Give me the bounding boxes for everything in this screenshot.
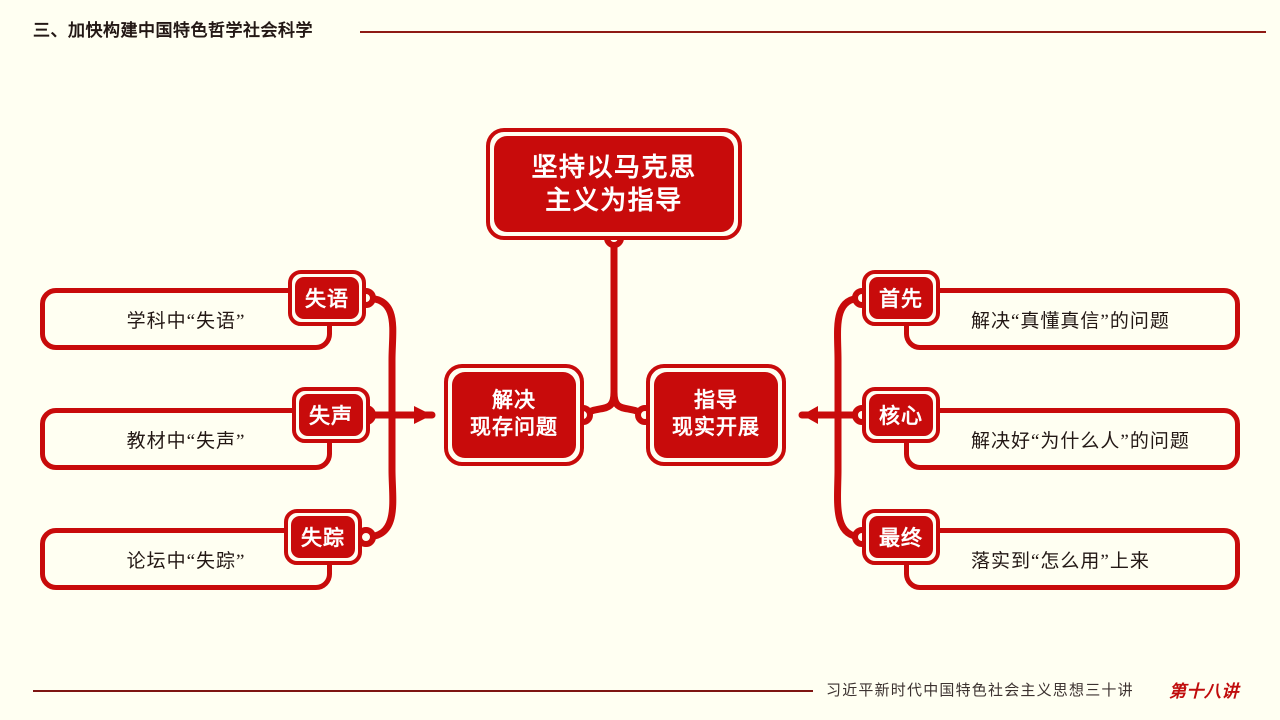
right-text-label-3: 落实到“怎么用”上来 bbox=[971, 550, 1150, 572]
left-text-label-2: 教材中“失声” bbox=[126, 430, 246, 452]
page-header: 三、加快构建中国特色哲学社会科学 bbox=[0, 0, 1280, 58]
wire-left-branch-3 bbox=[362, 411, 397, 541]
root-node-label: 坚持以马克思 主义为指导 bbox=[494, 136, 734, 232]
root-node-line-1: 坚持以马克思 bbox=[531, 151, 697, 182]
right-tag-label-1: 首先 bbox=[869, 277, 933, 319]
center-node-guide-line-2: 现实开展 bbox=[672, 416, 760, 439]
left-tag-node-1[interactable]: 失语 bbox=[288, 270, 366, 326]
page-title: 三、加快构建中国特色哲学社会科学 bbox=[33, 21, 313, 40]
right-tag-node-3[interactable]: 最终 bbox=[862, 509, 940, 565]
left-text-label-3: 论坛中“失踪” bbox=[126, 550, 246, 572]
center-node-guide-line-1: 指导 bbox=[694, 389, 738, 413]
right-tag-node-1[interactable]: 首先 bbox=[862, 270, 940, 326]
right-text-box-2[interactable]: 解决好“为什么人”的问题 bbox=[904, 408, 1240, 470]
wire-left-branch-1 bbox=[362, 294, 397, 419]
center-node-solve-line-1: 解决 bbox=[492, 389, 536, 413]
center-node-solve[interactable]: 解决 现存问题 bbox=[444, 364, 584, 466]
wire-root-to-guide bbox=[610, 388, 649, 419]
wire-root-to-solve bbox=[579, 388, 618, 419]
right-text-label-1: 解决“真懂真信”的问题 bbox=[971, 310, 1170, 332]
left-tag-label-3: 失踪 bbox=[291, 516, 355, 558]
right-tag-label-3: 最终 bbox=[869, 516, 933, 558]
wire-junction-dots bbox=[356, 228, 872, 547]
root-node[interactable]: 坚持以马克思 主义为指导 bbox=[486, 128, 742, 240]
root-node-line-2: 主义为指导 bbox=[545, 185, 683, 215]
center-node-guide-label: 指导 现实开展 bbox=[654, 372, 778, 458]
left-tag-node-3[interactable]: 失踪 bbox=[284, 509, 362, 565]
footer-divider-line bbox=[33, 690, 813, 692]
center-node-solve-line-2: 现存问题 bbox=[470, 416, 558, 439]
wire-right-branch-3 bbox=[834, 411, 866, 541]
arrowhead-out-of-guide bbox=[802, 406, 818, 424]
left-text-label-1: 学科中“失语” bbox=[126, 310, 246, 332]
right-text-label-2: 解决好“为什么人”的问题 bbox=[971, 430, 1190, 452]
wire-right-branch-1 bbox=[834, 294, 866, 419]
center-node-solve-label: 解决 现存问题 bbox=[452, 372, 576, 458]
right-text-box-1[interactable]: 解决“真懂真信”的问题 bbox=[904, 288, 1240, 350]
left-tag-node-2[interactable]: 失声 bbox=[292, 387, 370, 443]
left-tag-label-2: 失声 bbox=[299, 394, 363, 436]
left-tag-label-1: 失语 bbox=[295, 277, 359, 319]
footer-series-title: 习近平新时代中国特色社会主义思想三十讲 bbox=[826, 682, 1134, 699]
left-text-box-2[interactable]: 教材中“失声” bbox=[40, 408, 332, 470]
right-text-box-3[interactable]: 落实到“怎么用”上来 bbox=[904, 528, 1240, 590]
footer-lesson-number: 第十八讲 bbox=[1169, 682, 1239, 701]
header-divider-line bbox=[360, 31, 1266, 33]
right-tag-label-2: 核心 bbox=[869, 394, 933, 436]
center-node-guide[interactable]: 指导 现实开展 bbox=[646, 364, 786, 466]
right-tag-node-2[interactable]: 核心 bbox=[862, 387, 940, 443]
arrowhead-into-solve bbox=[414, 406, 432, 424]
